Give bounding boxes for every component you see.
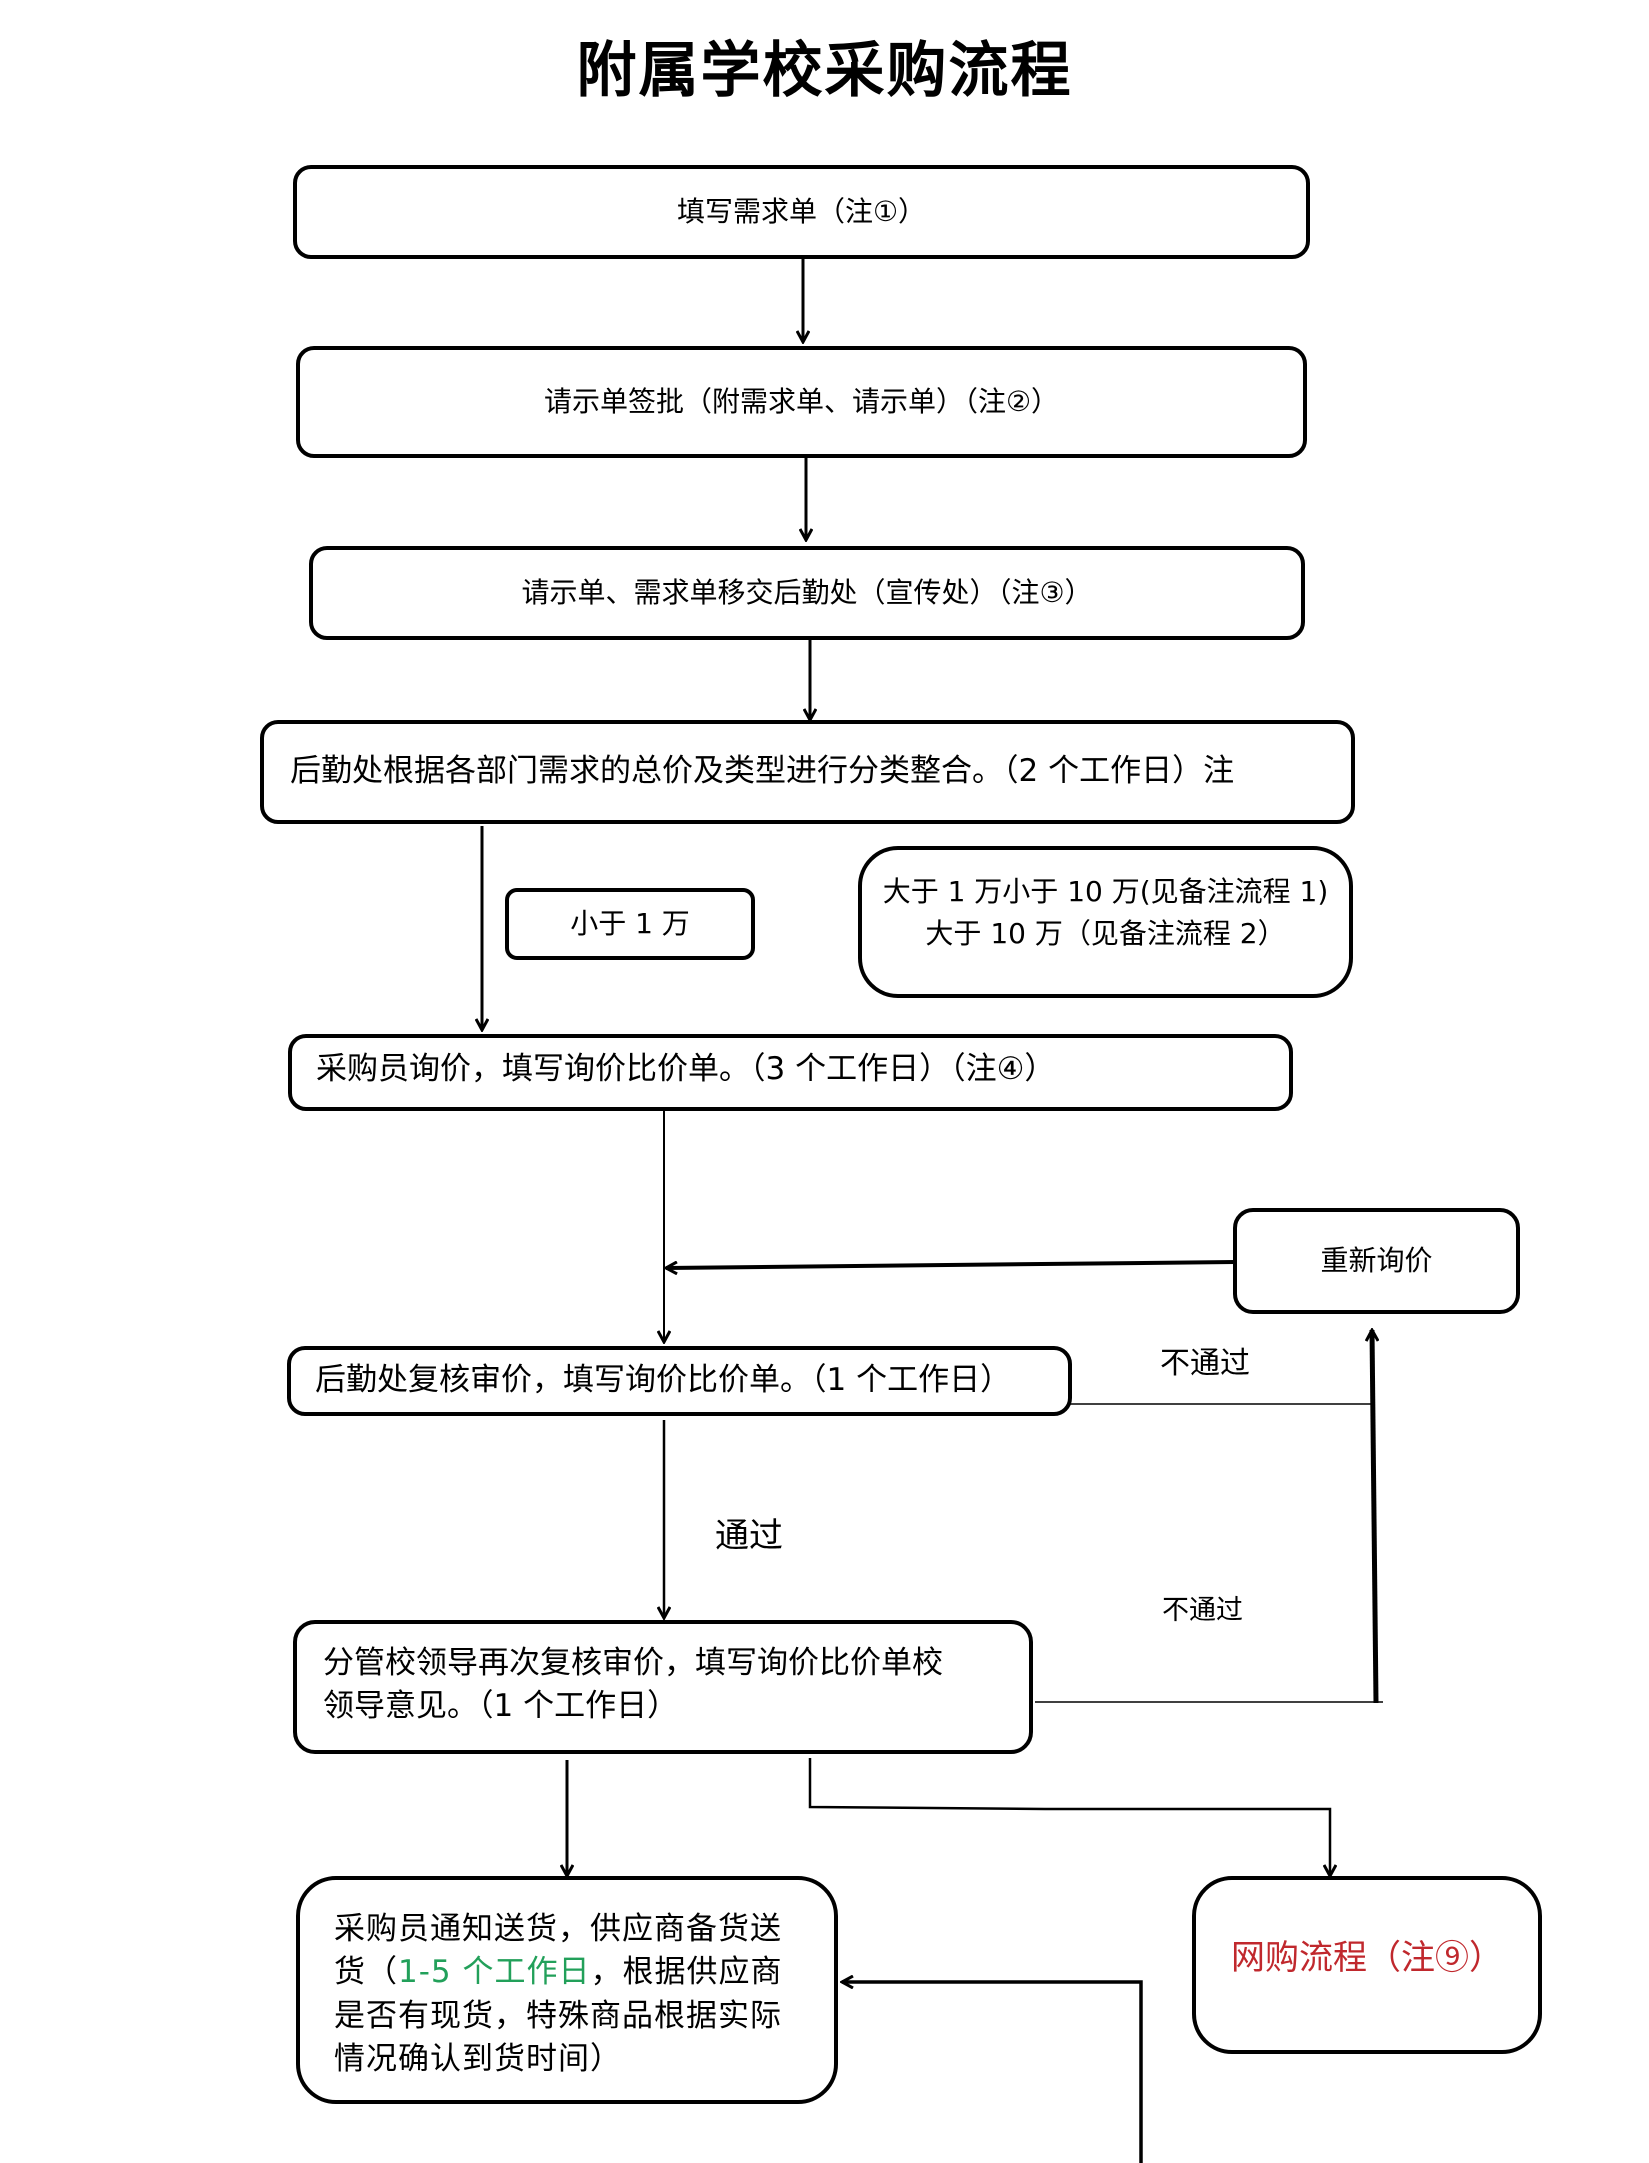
node-re-inquiry: 重新询价 [1233,1208,1520,1314]
node-transfer: 请示单、需求单移交后勤处（宣传处）（注③） [309,546,1305,640]
arrow-leader-to-online [808,1758,1330,1876]
node-re-inquiry-label: 重新询价 [1320,1244,1433,1278]
node-classify-label: 后勤处根据各部门需求的总价及类型进行分类整合。（2 个工作日）注 [290,753,1235,790]
edge-label-fail-2: 不通过 [1162,1595,1243,1626]
node-leader-review-line1: 分管校领导再次复核审价，填写询价比价单校 [323,1645,943,1681]
node-over-10k-line2: 大于 10 万（见备注流程 2） [925,917,1286,950]
node-under-10k: 小于 1 万 [505,888,755,960]
node-logistics-review: 后勤处复核审价，填写询价比价单。（1 个工作日） [287,1346,1072,1416]
node-leader-review-line2: 领导意见。（1 个工作日） [323,1688,679,1725]
node-online-purchase-label: 网购流程（注⑨） [1231,1938,1503,1979]
node-delivery-duration: 1-5 个工作日 [398,1954,591,1991]
node-classify: 后勤处根据各部门需求的总价及类型进行分类整合。（2 个工作日）注 [260,720,1355,824]
edge-label-pass: 通过 [715,1516,783,1556]
edge-label-fail-1: 不通过 [1160,1346,1250,1381]
node-delivery-text: 采购员通知送货，供应商备货送货（1-5 个工作日，根据供应商是否有现货，特殊商品… [334,1908,806,2082]
node-inquiry-label: 采购员询价，填写询价比价单。（3 个工作日）（注④） [316,1051,1056,1087]
page-title: 附属学校采购流程 [576,36,1073,106]
arrow-return-to-delivery [842,1982,1143,2163]
node-approval-label: 请示单签批（附需求单、请示单）（注②） [543,385,1060,419]
node-fill-request: 填写需求单（注①） [293,165,1310,259]
node-over-10k-line1: 大于 1 万小于 10 万(见备注流程 1) [882,875,1329,908]
node-delivery-part1: 采购员通知送货，供应商备货送货（ [334,1911,782,1991]
arrow-fail-up-to-reinquiry [1372,1330,1376,1704]
node-over-10k: 大于 1 万小于 10 万(见备注流程 1) 大于 10 万（见备注流程 2） [858,846,1353,998]
node-under-10k-label: 小于 1 万 [570,907,690,941]
node-delivery: 采购员通知送货，供应商备货送货（1-5 个工作日，根据供应商是否有现货，特殊商品… [296,1876,838,2104]
node-approval: 请示单签批（附需求单、请示单）（注②） [296,346,1307,458]
node-fill-request-label: 填写需求单（注①） [676,195,927,229]
node-leader-review: 分管校领导再次复核审价，填写询价比价单校 领导意见。（1 个工作日） [293,1620,1033,1754]
arrow-reinquiry-to-mainline [666,1260,1236,1268]
node-delivery-part2: ，根据供应商是否有现货，特殊商品根据实际情况确认到货时间） [334,1954,783,2078]
node-logistics-review-label: 后勤处复核审价，填写询价比价单。（1 个工作日） [315,1362,1012,1399]
node-transfer-label: 请示单、需求单移交后勤处（宣传处）（注③） [521,576,1093,610]
node-inquiry: 采购员询价，填写询价比价单。（3 个工作日）（注④） [288,1034,1293,1111]
node-online-purchase: 网购流程（注⑨） [1192,1876,1542,2054]
